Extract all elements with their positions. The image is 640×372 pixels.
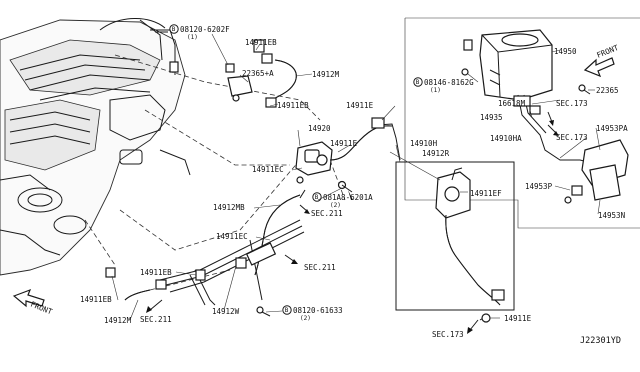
detail-box-14912R — [395, 161, 515, 323]
svg-text:B: B — [285, 307, 289, 314]
svg-text:(2): (2) — [330, 202, 341, 209]
svg-text:B: B — [416, 79, 420, 86]
part-label-14920: 14920 — [308, 124, 331, 133]
part-label-14935: 14935 — [480, 113, 503, 122]
direction-arrows — [146, 111, 559, 334]
sec-ref-173-c: SEC.173 — [432, 330, 464, 339]
part-label-14910h: 14910H — [410, 139, 438, 148]
part-label-14911eb-left: 14911EB — [80, 295, 112, 304]
leader-lines — [111, 33, 601, 321]
part-label-14911e-bot: 14911E — [504, 314, 532, 323]
part-label-14953pa: 14953PA — [596, 124, 628, 133]
engine-illustration — [0, 18, 191, 276]
part-label-14911eb-mid: 14911EB — [277, 101, 309, 110]
part-label-14911e-mid: 14911E — [330, 139, 358, 148]
diagram-code: J22301YD — [580, 336, 621, 346]
bolt-callout-4: B 08120-61633 (2) — [282, 305, 343, 322]
canister-assembly — [404, 17, 640, 229]
part-label-14912mb: 14912MB — [213, 203, 245, 212]
svg-text:(1): (1) — [430, 87, 441, 94]
svg-text:B: B — [172, 26, 176, 33]
part-label-14911ef: 14911EF — [470, 189, 502, 198]
part-label-14912m-bot: 14912M — [104, 316, 132, 325]
purge-valve-assembly — [295, 117, 401, 193]
part-label-14911e-top: 14911E — [346, 101, 374, 110]
part-label-22365a: 22365+A — [242, 69, 274, 78]
svg-text:081A8-6201A: 081A8-6201A — [323, 193, 373, 202]
bolt-callout-2: B 08146-8162G (1) — [413, 77, 474, 94]
svg-text:(1): (1) — [187, 34, 198, 41]
sec-ref-211-a: SEC.211 — [311, 209, 343, 218]
part-label-16618m: 16618M — [498, 99, 526, 108]
svg-text:08120-6202F: 08120-6202F — [180, 25, 230, 34]
reference-lines — [84, 54, 346, 291]
part-label-14912m-top: 14912M — [312, 70, 340, 79]
sec-ref-211-c: SEC.211 — [140, 315, 172, 324]
front-label-top: FRONT — [595, 43, 620, 60]
front-arrow-top-right: FRONT — [583, 43, 620, 78]
svg-text:08146-8162G: 08146-8162G — [424, 78, 474, 87]
svg-text:B: B — [315, 194, 319, 201]
part-label-14911ec-top: 14911EC — [252, 165, 284, 174]
part-label-14912w: 14912W — [212, 307, 240, 316]
part-label-14911eb-top: 14911EB — [245, 38, 277, 47]
svg-text:08120-61633: 08120-61633 — [293, 306, 343, 315]
sec-ref-173-b: SEC.173 — [556, 133, 588, 142]
part-label-14911eb-bot: 14911EB — [140, 268, 172, 277]
part-label-14950: 14950 — [554, 47, 577, 56]
lower-pipe-bundle — [105, 189, 306, 317]
part-label-14911ec-bot: 14911EC — [216, 232, 248, 241]
sec-ref-211-b: SEC.211 — [304, 263, 336, 272]
section-references: SEC.173 SEC.173 SEC.211 SEC.211 SEC.211 … — [140, 99, 588, 339]
part-label-14912r: 14912R — [422, 149, 450, 158]
part-label-14910ha: 14910HA — [490, 134, 522, 143]
part-label-14953p: 14953P — [525, 182, 553, 191]
sec-ref-173-a: SEC.173 — [556, 99, 588, 108]
part-labels: 14950 22365 16618M 14935 14910HA 14953PA… — [80, 38, 628, 325]
bolt-callout-3: B 081A8-6201A (2) — [312, 192, 373, 209]
svg-text:(2): (2) — [300, 315, 311, 322]
part-label-14953n: 14953N — [598, 211, 625, 220]
front-arrow-bottom-left: FRONT — [12, 288, 54, 316]
bolt-callout-1: B 08120-6202F (1) — [169, 24, 230, 41]
part-label-22365: 22365 — [596, 86, 619, 95]
